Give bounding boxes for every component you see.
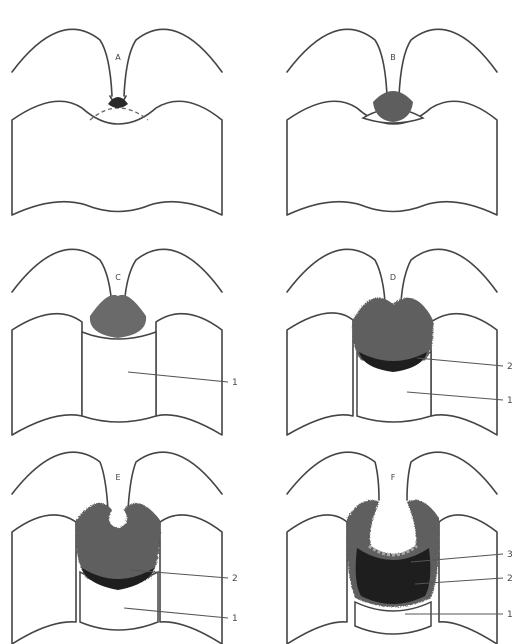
panel-label: C <box>115 273 121 282</box>
panel-c: 1 C <box>12 249 238 435</box>
panel-e: 2 1 E <box>12 452 238 644</box>
panel-label: E <box>115 473 120 482</box>
panel-number-1: 1 <box>232 614 238 624</box>
panel-label: F <box>391 473 396 482</box>
panel-d: 2 1 D <box>287 249 513 435</box>
panel-number-3: 3 <box>507 550 513 560</box>
panel-number-2: 2 <box>507 362 513 372</box>
panel-number-2: 2 <box>232 574 238 584</box>
panel-number-2: 2 <box>507 574 513 584</box>
panel-number-1: 1 <box>507 610 513 620</box>
panel-label: B <box>390 53 396 62</box>
panel-b: B <box>287 29 497 215</box>
panel-label: A <box>115 53 121 62</box>
panel-number-1: 1 <box>507 396 513 406</box>
panel-number-1: 1 <box>232 378 238 388</box>
panel-f: 3 2 1 F <box>287 452 513 644</box>
panel-label: D <box>390 273 396 282</box>
panel-a: A <box>12 29 222 215</box>
